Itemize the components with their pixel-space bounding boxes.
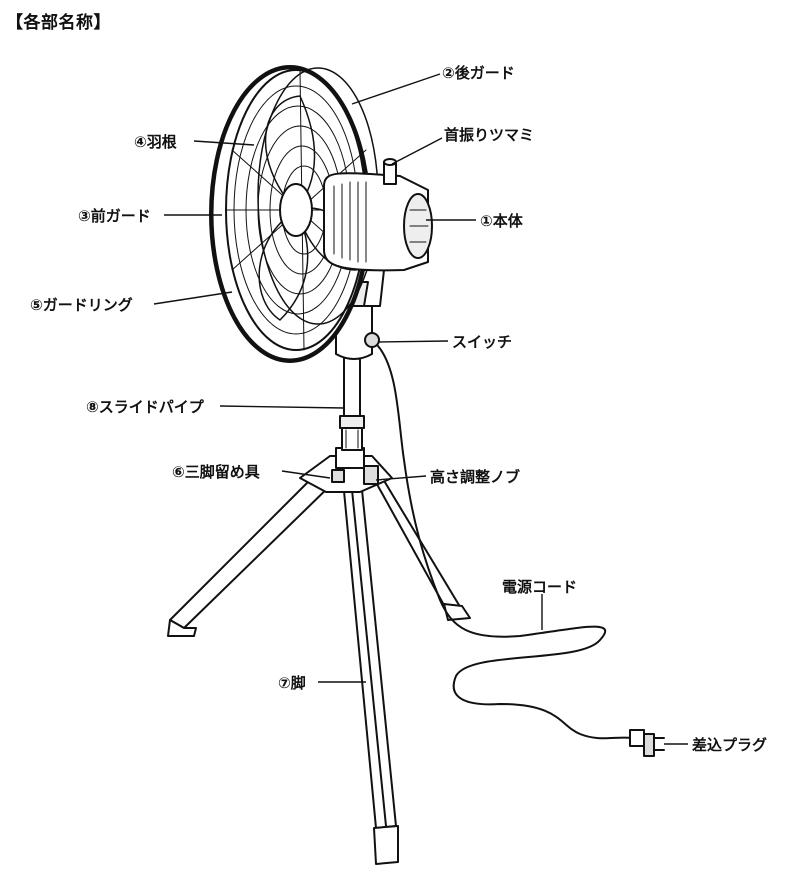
tripod-leg-front xyxy=(341,469,399,865)
motor-body xyxy=(323,158,433,272)
swing-knob-label: 首振りツマミ xyxy=(444,126,535,144)
blade-label: ④羽根 xyxy=(134,133,177,151)
page-title: 【各部名称】 xyxy=(6,13,111,33)
leg-back-left xyxy=(167,467,337,637)
leg-label: ⑦脚 xyxy=(278,674,306,692)
plug-label: 差込プラグ xyxy=(692,736,768,754)
leg-back-right xyxy=(367,467,471,621)
rear-guard-label: ②後ガード xyxy=(442,64,515,82)
body-label: ①本体 xyxy=(480,212,523,230)
switch-label: スイッチ xyxy=(452,333,513,351)
guard-ring-label: ⑤ガードリング xyxy=(30,296,133,314)
leader-lines xyxy=(153,73,688,745)
slide-pipe-shape xyxy=(339,357,365,451)
front-guard-label: ③前ガード xyxy=(78,207,151,225)
slide-pipe-label: ⑧スライドパイプ xyxy=(86,398,204,416)
power-cord-shape xyxy=(377,345,633,740)
height-knob-label: 高さ調整ノブ xyxy=(430,468,521,486)
plug-shape xyxy=(629,729,665,757)
tripod-fastener-label: ⑥三脚留め具 xyxy=(172,463,260,481)
power-cord-label: 電源コード xyxy=(502,578,578,596)
